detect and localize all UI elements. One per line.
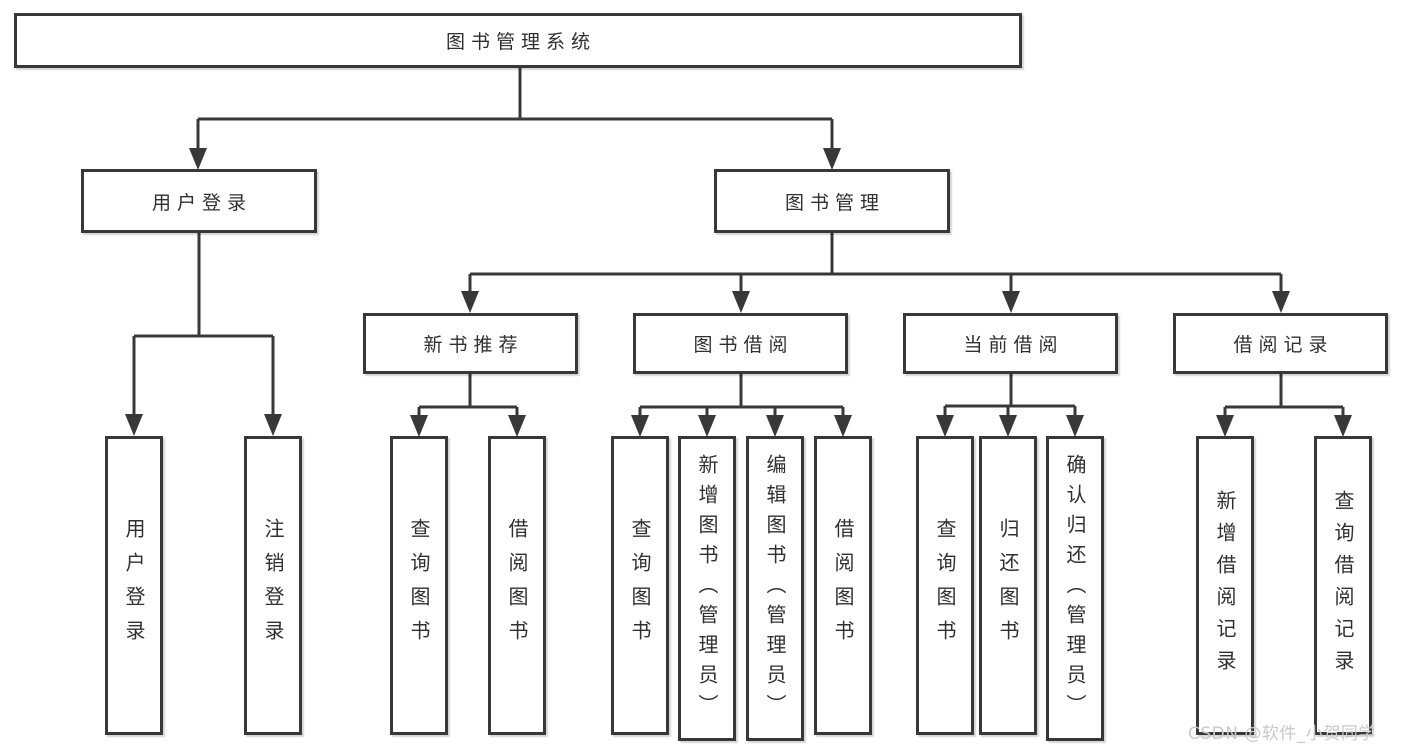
arrowhead (631, 415, 649, 437)
node-root-label: 图书管理系统 (445, 31, 596, 53)
node-user-login: 用户登录 (81, 169, 317, 233)
edge-borrowrecord-to-children (1216, 372, 1352, 437)
leaf-borrow-edit-book-admin: 编辑图书（管理员） (746, 436, 804, 741)
arrowhead (1272, 291, 1290, 313)
leaf-current-return-book-label: 归还图书 (996, 517, 1020, 654)
leaf-user-login: 用户登录 (105, 436, 163, 735)
leaf-record-add-borrow-record-label: 新增借阅记录 (1213, 489, 1237, 682)
leaf-newbook-borrow-books: 借阅图书 (488, 436, 546, 735)
arrowhead (766, 415, 784, 437)
edge-userlogin-to-children (125, 231, 282, 436)
arrowhead (1066, 415, 1084, 437)
node-root: 图书管理系统 (14, 13, 1022, 68)
leaf-current-return-book: 归还图书 (979, 436, 1037, 735)
node-borrow-records-label: 借阅记录 (1233, 334, 1334, 356)
node-book-borrow: 图书借阅 (633, 313, 848, 374)
leaf-current-confirm-return-admin: 确认归还（管理员） (1046, 436, 1104, 741)
node-book-borrow-label: 图书借阅 (693, 334, 794, 356)
arrowhead (1216, 415, 1234, 437)
node-new-book-rec-label: 新书推荐 (423, 334, 524, 356)
leaf-borrow-query-books-label: 查询图书 (628, 517, 652, 654)
edge-root-to-level2 (189, 66, 841, 170)
leaf-borrow-add-book-admin-label: 新增图书（管理员） (695, 453, 719, 724)
edge-bookborrow-to-children (631, 372, 852, 437)
leaf-user-login-label: 用户登录 (122, 517, 146, 654)
arrowhead (1002, 291, 1020, 313)
edge-currentborrow-to-children (936, 372, 1084, 437)
node-book-mgmt: 图书管理 (714, 169, 950, 233)
leaf-logout-login-label: 注销登录 (261, 517, 285, 654)
arrowhead (410, 415, 428, 437)
node-user-login-label: 用户登录 (151, 191, 252, 214)
leaf-logout-login: 注销登录 (244, 436, 302, 735)
node-current-borrow: 当前借阅 (903, 313, 1118, 374)
csdn-watermark: CSDN @软件_小贺同学 (1188, 724, 1376, 744)
node-borrow-records: 借阅记录 (1173, 313, 1388, 374)
arrowhead (125, 414, 143, 436)
arrowhead (999, 415, 1017, 437)
arrowhead (834, 415, 852, 437)
arrowhead (698, 415, 716, 437)
edge-bookmgmt-to-level3 (461, 231, 1290, 313)
leaf-record-query-borrow-record-label: 查询借阅记录 (1331, 489, 1355, 682)
arrowhead (264, 414, 282, 436)
leaf-current-query-books: 查询图书 (916, 436, 974, 735)
node-current-borrow-label: 当前借阅 (963, 334, 1064, 356)
leaf-borrow-add-book-admin: 新增图书（管理员） (678, 436, 736, 741)
leaf-newbook-borrow-books-label: 借阅图书 (505, 517, 529, 654)
node-new-book-rec: 新书推荐 (363, 313, 578, 374)
node-book-mgmt-label: 图书管理 (784, 191, 885, 214)
leaf-current-query-books-label: 查询图书 (933, 517, 957, 654)
leaf-current-confirm-return-admin-label: 确认归还（管理员） (1063, 453, 1087, 724)
arrowhead (1334, 415, 1352, 437)
edge-newbook-to-children (410, 372, 526, 437)
leaf-borrow-query-books: 查询图书 (611, 436, 669, 735)
arrowhead (461, 291, 479, 313)
arrowhead (732, 291, 750, 313)
arrowhead (936, 415, 954, 437)
arrowhead (823, 148, 841, 170)
leaf-borrow-edit-book-admin-label: 编辑图书（管理员） (763, 453, 787, 724)
leaf-record-add-borrow-record: 新增借阅记录 (1196, 436, 1254, 735)
leaf-borrow-borrow-books-label: 借阅图书 (831, 517, 855, 654)
leaf-borrow-borrow-books: 借阅图书 (814, 436, 872, 735)
leaf-newbook-query-books-label: 查询图书 (407, 517, 431, 654)
arrowhead (189, 148, 207, 170)
arrowhead (508, 415, 526, 437)
leaf-newbook-query-books: 查询图书 (390, 436, 448, 735)
leaf-record-query-borrow-record: 查询借阅记录 (1314, 436, 1372, 735)
